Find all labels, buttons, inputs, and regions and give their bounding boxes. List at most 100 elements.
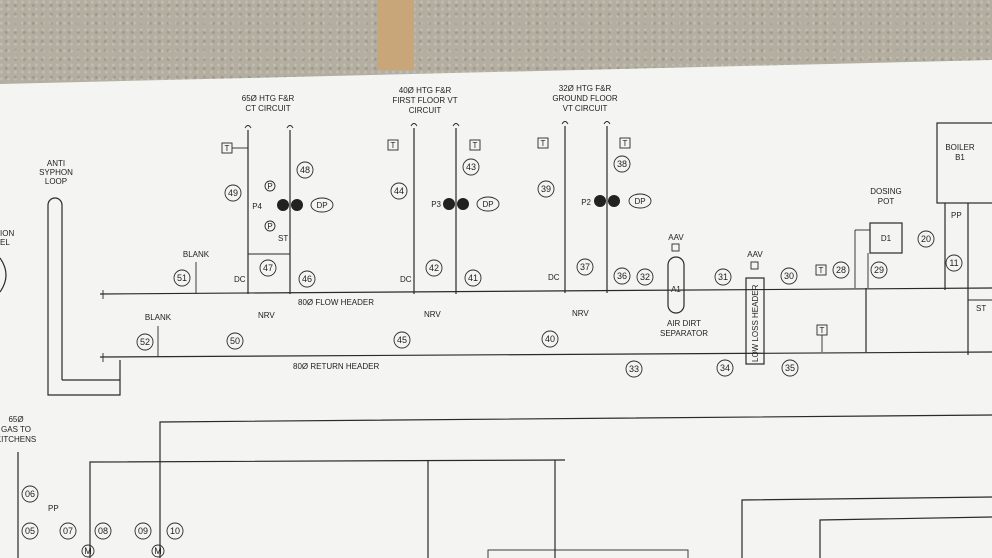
svg-text:09: 09 [138, 526, 148, 536]
svg-text:T: T [225, 144, 230, 153]
svg-text:34: 34 [720, 363, 730, 373]
svg-text:65Ø: 65Ø [8, 415, 23, 424]
svg-text:PP: PP [48, 504, 59, 513]
return-header-label: 80Ø RETURN HEADER [293, 362, 379, 371]
svg-text:37: 37 [580, 262, 590, 272]
pump-p4-icon [277, 199, 289, 211]
svg-text:07: 07 [63, 526, 73, 536]
svg-text:D1: D1 [881, 234, 892, 243]
svg-text:DC: DC [234, 275, 246, 284]
svg-text:DOSING: DOSING [870, 187, 902, 196]
svg-text:NRV: NRV [424, 310, 441, 319]
dosing-pot [869, 222, 903, 254]
svg-text:28: 28 [836, 265, 846, 275]
svg-text:44: 44 [394, 186, 404, 196]
svg-text:20: 20 [921, 234, 931, 244]
svg-text:DC: DC [400, 275, 412, 284]
svg-text:B1: B1 [955, 153, 965, 162]
dp-icon [310, 197, 334, 213]
svg-text:33: 33 [629, 364, 639, 374]
vessel-edge [0, 257, 7, 293]
svg-text:47: 47 [263, 263, 273, 273]
svg-text:AAV: AAV [668, 233, 684, 242]
svg-text:51: 51 [177, 273, 187, 283]
svg-text:AAV: AAV [747, 250, 763, 259]
svg-text:P: P [267, 182, 272, 191]
svg-text:DP: DP [316, 201, 327, 210]
svg-text:FIRST FLOOR VT: FIRST FLOOR VT [392, 96, 457, 105]
svg-text:P2: P2 [581, 198, 591, 207]
svg-text:NRV: NRV [572, 309, 589, 318]
boiler-b1 [936, 122, 992, 204]
svg-text:05: 05 [25, 526, 35, 536]
svg-text:M: M [84, 546, 92, 556]
anti-syphon-label-1: ANTI [47, 159, 65, 168]
circuit-ct-title-2: CT CIRCUIT [245, 104, 290, 113]
svg-text:BOILER: BOILER [945, 143, 975, 152]
svg-text:ST: ST [976, 304, 986, 313]
svg-text:BLANK: BLANK [145, 313, 172, 322]
svg-text:GROUND FLOOR: GROUND FLOOR [552, 94, 618, 103]
svg-text:T: T [820, 326, 825, 335]
svg-text:32Ø HTG F&R: 32Ø HTG F&R [559, 84, 612, 93]
left-cut-label-2: EL [0, 238, 10, 247]
svg-text:BLANK: BLANK [183, 250, 210, 259]
circuit-ct-title-1: 65Ø HTG F&R [242, 94, 295, 103]
wood-plank [378, 0, 414, 70]
anti-syphon-loop [47, 197, 63, 380]
circuit-ground-floor: 32Ø HTG F&R GROUND FLOOR VT CIRCUIT T T … [537, 84, 652, 348]
air-dirt-separator [667, 256, 685, 314]
svg-text:AIR DIRT: AIR DIRT [667, 319, 701, 328]
svg-text:PP: PP [951, 211, 962, 220]
svg-text:38: 38 [617, 159, 627, 169]
svg-text:VT CIRCUIT: VT CIRCUIT [563, 104, 608, 113]
anti-syphon-label-2: SYPHON [39, 168, 73, 177]
svg-text:LOW LOSS HEADER: LOW LOSS HEADER [751, 284, 760, 362]
svg-text:31: 31 [718, 272, 728, 282]
svg-text:30: 30 [784, 271, 794, 281]
svg-text:52: 52 [140, 337, 150, 347]
svg-text:SEPARATOR: SEPARATOR [660, 329, 708, 338]
flow-header-label: 80Ø FLOW HEADER [298, 298, 374, 307]
anti-syphon-label-3: LOOP [45, 177, 67, 186]
svg-text:06: 06 [25, 489, 35, 499]
paper [0, 60, 992, 558]
svg-text:40Ø HTG F&R: 40Ø HTG F&R [399, 86, 452, 95]
svg-text:48: 48 [300, 165, 310, 175]
svg-text:10: 10 [170, 526, 180, 536]
svg-text:43: 43 [466, 162, 476, 172]
svg-text:45: 45 [397, 335, 407, 345]
svg-text:08: 08 [98, 526, 108, 536]
svg-text:T: T [819, 266, 824, 275]
return-header-line [99, 351, 992, 358]
svg-text:T: T [623, 139, 628, 148]
flow-header-line [99, 287, 992, 295]
svg-text:DP: DP [482, 200, 493, 209]
tag-48 [296, 161, 314, 179]
circuit-first-floor: 40Ø HTG F&R FIRST FLOOR VT CIRCUIT T T 4… [387, 86, 500, 349]
svg-text:ST: ST [278, 234, 288, 243]
svg-text:35: 35 [785, 363, 795, 373]
svg-text:49: 49 [228, 188, 238, 198]
svg-text:42: 42 [429, 263, 439, 273]
circuit-ct: 65Ø HTG F&R CT CIRCUIT T 48 49 P4 DP P P… [221, 94, 334, 350]
wall-background [0, 0, 992, 90]
svg-text:50: 50 [230, 336, 240, 346]
svg-text:T: T [541, 139, 546, 148]
svg-text:11: 11 [949, 258, 958, 268]
svg-text:M: M [154, 546, 162, 556]
svg-text:DC: DC [548, 273, 560, 282]
svg-text:29: 29 [874, 265, 884, 275]
svg-text:A1: A1 [671, 285, 681, 294]
svg-text:POT: POT [878, 197, 895, 206]
svg-text:39: 39 [541, 184, 551, 194]
svg-text:GAS TO: GAS TO [1, 425, 31, 434]
svg-text:NRV: NRV [258, 311, 275, 320]
svg-text:41: 41 [468, 273, 478, 283]
pump-p4-label: P4 [252, 202, 262, 211]
svg-text:DP: DP [634, 197, 645, 206]
svg-text:32: 32 [640, 272, 650, 282]
tag-49 [224, 184, 242, 202]
svg-text:CIRCUIT: CIRCUIT [409, 106, 442, 115]
